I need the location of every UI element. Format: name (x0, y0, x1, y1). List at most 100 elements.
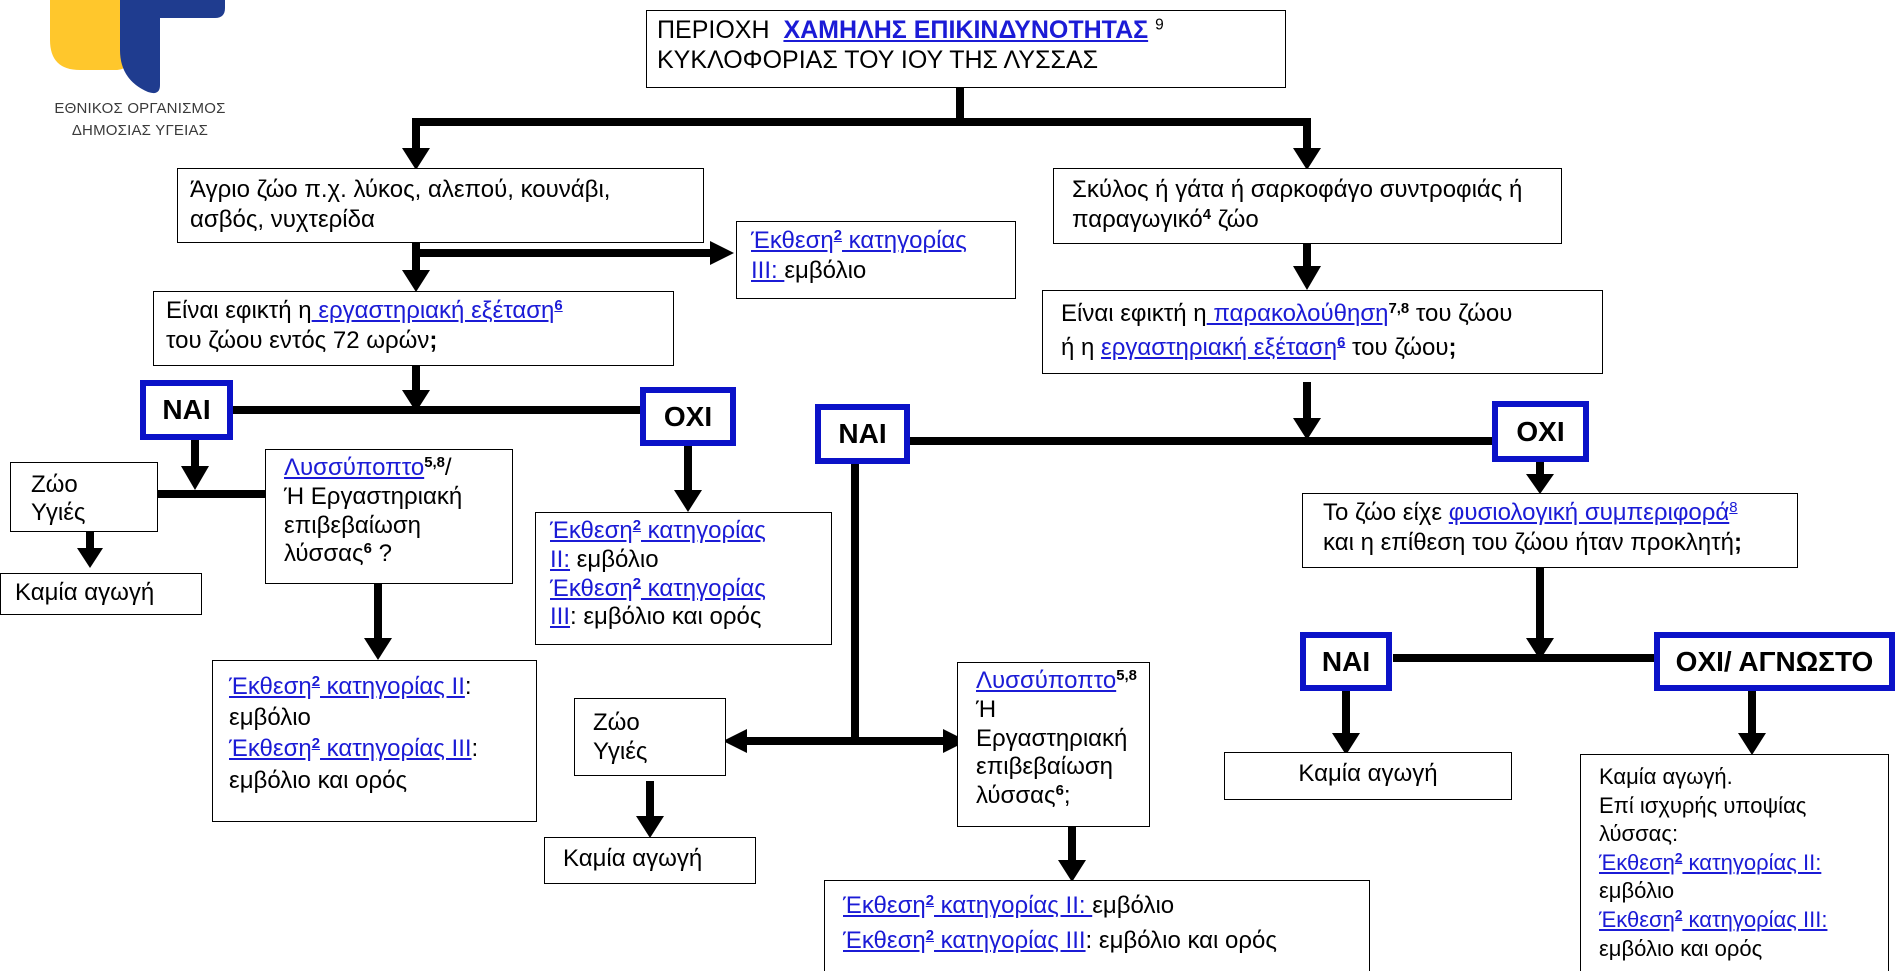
footnote-2: 2 (1674, 907, 1683, 923)
behavior-line2: και η επίθεση του ζώου ήταν προκλητή (1323, 529, 1734, 556)
observation-link[interactable]: παρακολούθηση (1206, 300, 1389, 327)
normal-behavior-link[interactable]: φυσιολογική συμπεριφορά (1448, 499, 1730, 526)
behavior-prefix: Το ζώο είχε (1323, 499, 1449, 526)
vaccine-text: εμβόλιο (784, 257, 867, 284)
final-treatment-box: Καμία αγωγή. Επί ισχυρής υποψίας λύσσας:… (1580, 754, 1889, 971)
rabid-middle-line2: Ή (976, 695, 997, 723)
obs-question-prefix: Είναι εφικτή η (1061, 300, 1207, 327)
healthy-left-line1: Ζώο (31, 471, 78, 498)
category-link[interactable]: κατηγορίας (641, 574, 766, 602)
lab-question-prefix: Είναι εφικτή η (166, 297, 312, 324)
vaccine-serum-text: εμβόλιο και ορός (1599, 935, 1763, 961)
footnote-6: 6 (554, 297, 563, 314)
category-link[interactable]: κατηγορίας (842, 227, 967, 254)
behavior-question-box: Το ζώο είχε φυσιολογική συμπεριφορά8 και… (1302, 493, 1798, 568)
slash: / (444, 454, 452, 481)
wild-animal-box: Άγριο ζώο π.χ. λύκος, αλεπού, κουνάβι, α… (177, 168, 704, 243)
decision-yes-middle: ΝΑΙ (815, 404, 910, 464)
companion-line2: παραγωγικό (1072, 206, 1203, 233)
decision-yes-left: ΝΑΙ (140, 380, 233, 440)
footnote-2: 2 (632, 575, 642, 592)
footnote-2: 2 (311, 736, 321, 753)
logo-text: ΕΘΝΙΚΟΣ ΟΡΓΑΝΙΣΜΟΣ ΔΗΜΟΣΙΑΣ ΥΓΕΙΑΣ (40, 98, 240, 142)
rabid-suspect-box-middle: Λυσσύποπτο5,8 Ή Εργαστηριακή επιβεβαίωση… (957, 662, 1150, 827)
category-iii-link[interactable]: κατηγορίας ΙΙΙ: (1682, 906, 1828, 932)
footnote-7-8: 7,8 (1388, 300, 1410, 317)
exposure-link[interactable]: Έκθεση (550, 517, 633, 544)
lab-exam-question-box: Είναι εφικτή η εργαστηριακή εξέταση6 του… (153, 291, 674, 366)
region-header-box: ΠΕΡΙΟΧΗ ΧΑΜΗΛΗΣ ΕΠΙΚΙΝΔΥΝΟΤΗΤΑΣ 9 ΚΥΚΛΟΦ… (646, 10, 1286, 88)
animal-text: του ζώου (1409, 300, 1513, 327)
category-iii-link[interactable]: κατηγορίας ΙΙΙ (934, 926, 1086, 954)
rabid-suspect-box-left: Λυσσύποπτο5,8/ Ή Εργαστηριακή επιβεβαίωσ… (265, 449, 513, 584)
observation-question-box: Είναι εφικτή η παρακολούθηση7,8 του ζώου… (1042, 290, 1603, 374)
exposure-link[interactable]: Έκθεση (229, 735, 312, 763)
no-treatment-box-3: Καμία αγωγή (1224, 752, 1512, 800)
footnote-2: 2 (925, 892, 935, 909)
rabid-middle-line4: επιβεβαίωση (976, 753, 1114, 781)
category-iii-link[interactable]: κατηγορίας ΙΙΙ (320, 735, 472, 763)
animal-text: ζώο (1211, 206, 1259, 233)
footnote-2: 2 (833, 227, 843, 244)
colon: : (471, 735, 479, 763)
rabid-suspect-link[interactable]: Λυσσύποπτο (976, 667, 1117, 694)
category-ii-link[interactable]: κατηγορίας ΙΙ (320, 673, 465, 700)
category-ii-link[interactable]: κατηγορίας ΙΙ: (1682, 849, 1822, 875)
vaccine-text: εμβόλιο (1092, 892, 1175, 919)
wild-animal-line2: ασβός, νυχτερίδα (190, 206, 375, 233)
footnote-2: 2 (311, 673, 321, 690)
decision-yes-right: ΝΑΙ (1300, 632, 1392, 691)
exposure-link[interactable]: Έκθεση (751, 227, 834, 254)
no-treatment-box-1: Καμία αγωγή (0, 573, 202, 615)
final-line2: Επί ισχυρής υποψίας (1599, 792, 1807, 818)
companion-animal-box: Σκύλος ή γάτα ή σαρκοφάγο συντροφιάς ή π… (1053, 168, 1562, 244)
final-line1: Καμία αγωγή. (1599, 764, 1733, 789)
category-iii-link[interactable]: ΙΙΙ (550, 603, 571, 631)
footnote-2: 2 (1674, 850, 1683, 866)
lab-question-time: του ζώου εντός 72 ωρών (166, 327, 430, 354)
category-link[interactable]: κατηγορίας (641, 517, 766, 544)
lab-exam-link[interactable]: εργαστηριακή εξέταση (1101, 333, 1338, 361)
footnote-9: 9 (1155, 16, 1164, 34)
vaccine-serum-text: : εμβόλιο και ορός (1085, 926, 1277, 954)
decision-no-left: ΟΧΙ (640, 387, 736, 446)
healthy-middle-line1: Ζώο (593, 709, 640, 736)
healthy-animal-box-left: Ζώο Υγιές (10, 462, 158, 532)
footnote-2: 2 (632, 517, 642, 534)
exposure-link[interactable]: Έκθεση (1599, 849, 1675, 875)
category-iii-link[interactable]: III: (751, 257, 785, 284)
footnote-6: 6 (1055, 783, 1064, 800)
exposure-box-rabid-left: Έκθεση2 κατηγορίας ΙΙ: εμβόλιο Έκθεση2 κ… (212, 660, 537, 822)
vaccine-serum-text: : εμβόλιο και ορός (570, 603, 762, 631)
no-treatment-1-label: Καμία αγωγή (15, 579, 155, 606)
rabid-left-line4: λύσσας (284, 540, 364, 568)
category-ii-link[interactable]: ΙΙ: (550, 545, 571, 573)
vaccine-text: εμβόλιο (229, 704, 311, 732)
exposure-link[interactable]: Έκθεση (1599, 906, 1675, 932)
question-mark: ; (1063, 782, 1071, 810)
decision-no-left-label: ΟΧΙ (663, 400, 713, 432)
footnote-6: 6 (363, 541, 372, 558)
rabid-suspect-link[interactable]: Λυσσύποπτο (284, 454, 425, 481)
exposure-link[interactable]: Έκθεση (550, 574, 633, 602)
exposure-link[interactable]: Έκθεση (843, 892, 926, 919)
decision-yes-middle-label: ΝΑΙ (838, 418, 887, 449)
logo-line-2: ΔΗΜΟΣΙΑΣ ΥΓΕΙΑΣ (71, 121, 209, 139)
footnote-4: 4 (1202, 206, 1212, 223)
category-ii-link[interactable]: κατηγορίας ΙΙ: (934, 892, 1093, 919)
footnote-5-8: 5,8 (1116, 667, 1137, 684)
decision-no-unknown-label: ΟΧΙ/ ΑΓΝΩΣΤΟ (1675, 645, 1874, 677)
lab-exam-link[interactable]: εργαστηριακή εξέταση (311, 297, 555, 324)
final-line3: λύσσας: (1599, 821, 1679, 847)
exposure-link[interactable]: Έκθεση (843, 926, 926, 954)
exposure-link[interactable]: Έκθεση (229, 673, 312, 700)
no-treatment-2-label: Καμία αγωγή (563, 845, 703, 872)
region-subtitle: ΚΥΚΛΟΦΟΡΙΑΣ ΤΟΥ ΙΟΥ ΤΗΣ ΛΥΣΣΑΣ (657, 46, 1099, 74)
rabid-middle-line5: λύσσας (976, 782, 1056, 810)
rabid-left-line2: Ή Εργαστηριακή (284, 482, 463, 510)
low-risk-link[interactable]: ΧΑΜΗΛΗΣ ΕΠΙΚΙΝΔΥΝΟΤΗΤΑΣ (783, 16, 1149, 44)
healthy-left-line2: Υγιές (31, 498, 86, 526)
vaccine-text: εμβόλιο (1599, 878, 1675, 904)
or-text: ή η (1061, 333, 1102, 361)
